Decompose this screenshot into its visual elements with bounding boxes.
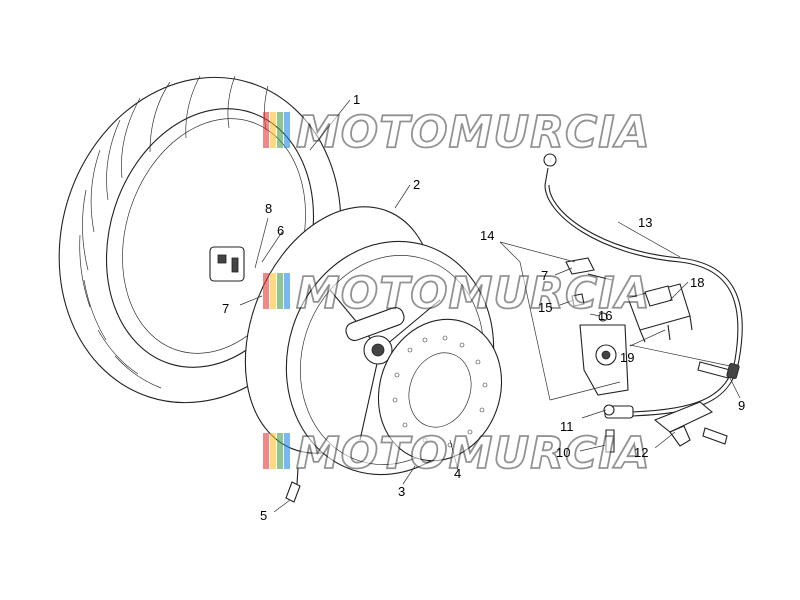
callout-4: 4 bbox=[454, 466, 461, 481]
callout-6: 6 bbox=[277, 223, 284, 238]
callout-10: 10 bbox=[556, 445, 570, 460]
screw-9 bbox=[697, 361, 740, 380]
callout-labels: 1 2 3 4 5 6 7 7 8 9 10 11 12 13 14 15 16… bbox=[222, 92, 745, 523]
callout-12: 12 bbox=[634, 445, 648, 460]
watermark-bottom: MOTOMURCIA bbox=[263, 427, 651, 480]
callout-9: 9 bbox=[738, 398, 745, 413]
brake-caliper bbox=[565, 257, 629, 453]
brake-disc bbox=[377, 318, 503, 462]
callout-2: 2 bbox=[413, 177, 420, 192]
callout-14: 14 bbox=[480, 228, 494, 243]
callout-1: 1 bbox=[353, 92, 360, 107]
callout-7b: 7 bbox=[541, 268, 548, 283]
watermark-middle: MOTOMURCIA bbox=[263, 267, 651, 320]
callout-13: 13 bbox=[638, 215, 652, 230]
callout-18: 18 bbox=[690, 275, 704, 290]
watermark-text-middle: MOTOMURCIA bbox=[296, 268, 651, 319]
brake-hose bbox=[543, 153, 743, 419]
watermark-text-bottom: MOTOMURCIA bbox=[296, 428, 651, 479]
callout-16: 16 bbox=[598, 308, 612, 323]
callout-8: 8 bbox=[265, 201, 272, 216]
watermark-text-top: MOTOMURCIA bbox=[296, 107, 651, 158]
callout-11: 11 bbox=[560, 419, 574, 434]
bracket-12 bbox=[653, 401, 728, 447]
tyre-valve bbox=[285, 467, 301, 503]
callout-19: 19 bbox=[620, 350, 634, 365]
leader-lines bbox=[239, 99, 741, 513]
callout-3: 3 bbox=[398, 484, 405, 499]
callout-7a: 7 bbox=[222, 301, 229, 316]
callout-5: 5 bbox=[260, 508, 267, 523]
callout-15: 15 bbox=[538, 300, 552, 315]
watermark-top: MOTOMURCIA bbox=[263, 106, 651, 159]
